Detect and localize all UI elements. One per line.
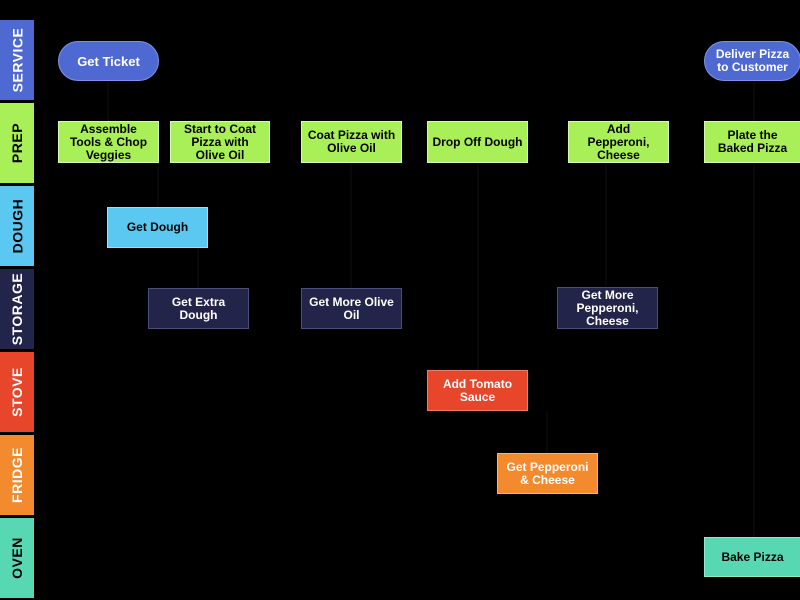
lane-label-prep: PREP xyxy=(0,103,34,183)
lane-label-stove: STOVE xyxy=(0,352,34,432)
node-add-pepperoni[interactable]: Add Pepperoni, Cheese xyxy=(568,121,669,163)
node-plate-pizza[interactable]: Plate the Baked Pizza xyxy=(704,121,800,163)
node-get-more-olive-oil[interactable]: Get More Olive Oil xyxy=(301,288,402,329)
lane-label-oven: OVEN xyxy=(0,518,34,598)
lane-label-fridge: FRIDGE xyxy=(0,435,34,515)
node-coat-pizza[interactable]: Coat Pizza with Olive Oil xyxy=(301,121,402,163)
node-get-more-pepperoni[interactable]: Get More Pepperoni, Cheese xyxy=(557,287,658,329)
node-get-extra-dough[interactable]: Get Extra Dough xyxy=(148,288,249,329)
node-get-dough[interactable]: Get Dough xyxy=(107,207,208,248)
lane-label-service: SERVICE xyxy=(0,20,34,100)
node-add-tomato-sauce[interactable]: Add Tomato Sauce xyxy=(427,370,528,411)
lane-label-dough: DOUGH xyxy=(0,186,34,266)
node-start-coat[interactable]: Start to Coat Pizza with Olive Oil xyxy=(170,121,270,163)
node-bake-pizza[interactable]: Bake Pizza xyxy=(704,537,800,577)
node-assemble-tools[interactable]: Assemble Tools & Chop Veggies xyxy=(58,121,159,163)
node-get-ticket[interactable]: Get Ticket xyxy=(58,41,159,81)
node-drop-off-dough[interactable]: Drop Off Dough xyxy=(427,121,528,163)
lane-label-storage: STORAGE xyxy=(0,269,34,349)
node-deliver-pizza[interactable]: Deliver Pizza to Customer xyxy=(704,41,800,81)
node-get-pepperoni-cheese[interactable]: Get Pepperoni & Cheese xyxy=(497,453,598,494)
